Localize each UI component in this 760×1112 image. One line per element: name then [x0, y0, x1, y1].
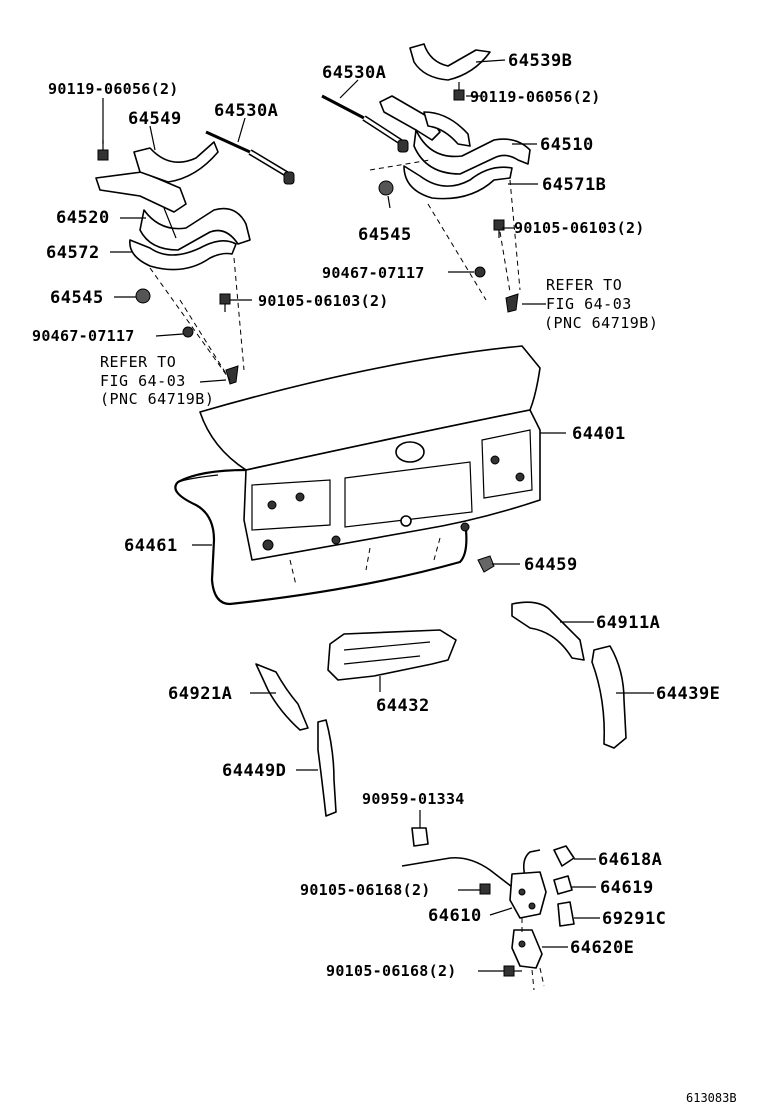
leader-lines: [102, 59, 654, 972]
trim-panel-64921a[interactable]: [255, 663, 309, 731]
striker-bolt-lower[interactable]: [503, 965, 522, 977]
right-hinge-bracket-cover[interactable]: [409, 43, 491, 81]
trim-panel-64911a[interactable]: [511, 601, 585, 661]
right-gas-strut[interactable]: [321, 94, 409, 153]
label-64618a: 64618A: [598, 850, 662, 870]
label-64510: 64510: [540, 135, 594, 155]
label-64530a-right: 64530A: [322, 63, 386, 83]
label-64549: 64549: [128, 109, 182, 129]
right-hinge-bolt[interactable]: [453, 82, 465, 101]
trim-panel-64432[interactable]: [327, 629, 457, 681]
refer-note-left-line2: FIG 64-03: [100, 372, 186, 390]
label-64461: 64461: [124, 536, 178, 556]
figure-code: 613083B: [686, 1091, 737, 1105]
right-cushion-stopper[interactable]: [378, 180, 394, 196]
label-64520: 64520: [56, 208, 110, 228]
label-64572: 64572: [46, 243, 100, 263]
latch-assembly[interactable]: [509, 871, 547, 919]
striker-plate-64620e[interactable]: [511, 929, 543, 969]
left-harness-grommet[interactable]: [225, 365, 239, 385]
label-64539b: 64539B: [508, 51, 572, 71]
refer-note-right-line2: FIG 64-03: [546, 295, 632, 313]
refer-note-right-line3: (PNC 64719B): [544, 314, 658, 332]
left-wire-clip[interactable]: [182, 326, 194, 338]
label-64571b: 64571B: [542, 175, 606, 195]
latch-bracket-64618a[interactable]: [553, 845, 575, 867]
label-64449d: 64449D: [222, 761, 286, 781]
latch-part-69291c[interactable]: [557, 901, 575, 927]
right-wire-clip[interactable]: [474, 266, 486, 278]
lid-bumper-cushion[interactable]: [477, 555, 495, 573]
label-90119-06056-left: 90119-06056(2): [48, 80, 179, 98]
label-64911a: 64911A: [596, 613, 660, 633]
label-64610: 64610: [428, 906, 482, 926]
trim-panel-64449d[interactable]: [317, 719, 337, 817]
label-90467-07117-right: 90467-07117: [322, 264, 425, 282]
label-90105-06168-upper: 90105-06168(2): [300, 881, 431, 899]
label-64619: 64619: [600, 878, 654, 898]
refer-note-right-line1: REFER TO: [546, 276, 622, 294]
label-64432: 64432: [376, 696, 430, 716]
right-harness-grommet[interactable]: [505, 293, 519, 313]
refer-note-left-line1: REFER TO: [100, 353, 176, 371]
trunk-lid-panel[interactable]: [199, 345, 541, 586]
label-90119-06056-right: 90119-06056(2): [470, 88, 601, 106]
label-90467-07117-left: 90467-07117: [32, 327, 135, 345]
trim-panel-64439e[interactable]: [591, 645, 627, 749]
latch-bolt-upper[interactable]: [479, 883, 491, 895]
label-64459: 64459: [524, 555, 578, 575]
right-hinge-screw[interactable]: [493, 219, 505, 238]
refer-note-right: REFER TO FIG 64-03 (PNC 64719B): [544, 276, 658, 332]
weatherstrip-seal[interactable]: [174, 468, 468, 606]
refer-note-left-line3: (PNC 64719B): [100, 390, 214, 408]
label-64921a: 64921A: [168, 684, 232, 704]
label-64545-right: 64545: [358, 225, 412, 245]
left-hinge-assembly[interactable]: [95, 141, 251, 271]
label-64545-left: 64545: [50, 288, 104, 308]
label-90105-06103-left: 90105-06103(2): [258, 292, 389, 310]
left-hinge-screw[interactable]: [219, 293, 231, 312]
lock-cylinder-clip[interactable]: [411, 827, 429, 847]
label-64401: 64401: [572, 424, 626, 444]
left-cushion-stopper[interactable]: [135, 288, 151, 304]
label-90959-01334: 90959-01334: [362, 790, 465, 808]
latch-part-64619[interactable]: [553, 875, 573, 895]
label-90105-06103-right: 90105-06103(2): [514, 219, 645, 237]
label-64439e: 64439E: [656, 684, 720, 704]
label-69291c: 69291C: [602, 909, 666, 929]
label-64620e: 64620E: [570, 938, 634, 958]
label-64530a-left: 64530A: [214, 101, 278, 121]
right-hinge-assembly[interactable]: [379, 95, 531, 200]
left-gas-strut[interactable]: [205, 130, 295, 185]
label-90105-06168-lower: 90105-06168(2): [326, 962, 457, 980]
refer-note-left: REFER TO FIG 64-03 (PNC 64719B): [100, 353, 214, 408]
